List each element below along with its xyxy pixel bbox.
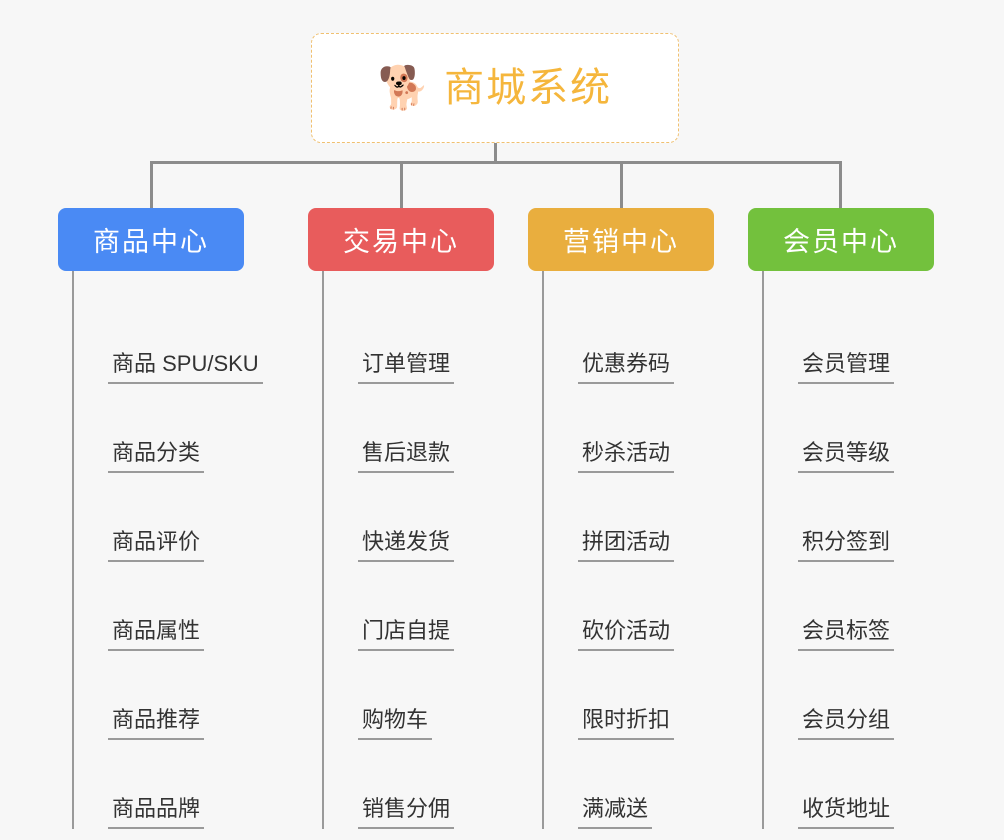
list-item[interactable]: 优惠券码 [544, 295, 714, 384]
list-item[interactable]: 会员管理 [764, 295, 934, 384]
root-node-mall-system[interactable]: 🐕 商城系统 [311, 33, 679, 143]
list-item[interactable]: 砍价活动 [544, 562, 714, 651]
leaf-label-product-center-5: 商品品牌 [108, 796, 205, 829]
list-item[interactable]: 售后退款 [324, 384, 494, 473]
leaf-list-transaction-center: 订单管理售后退款快递发货门店自提购物车销售分佣 [322, 271, 494, 829]
leaf-label-marketing-center-5: 满减送 [578, 796, 653, 829]
leaf-label-marketing-center-3: 砍价活动 [578, 618, 675, 651]
leaf-label-member-center-1: 会员等级 [798, 440, 895, 473]
list-item[interactable]: 积分签到 [764, 473, 934, 562]
list-item[interactable]: 会员等级 [764, 384, 934, 473]
header-product-center[interactable]: 商品中心 [58, 208, 244, 271]
list-item[interactable]: 会员标签 [764, 562, 934, 651]
leaf-list-marketing-center: 优惠券码秒杀活动拼团活动砍价活动限时折扣满减送 [542, 271, 714, 829]
leaf-label-transaction-center-2: 快递发货 [358, 529, 455, 562]
list-item[interactable]: 购物车 [324, 651, 494, 740]
list-item[interactable]: 限时折扣 [544, 651, 714, 740]
list-item[interactable]: 快递发货 [324, 473, 494, 562]
connector-stem-marketing-center [620, 161, 623, 208]
list-item[interactable]: 商品属性 [74, 562, 263, 651]
connector-stem-transaction-center [400, 161, 403, 208]
list-item[interactable]: 销售分佣 [324, 740, 494, 829]
leaf-label-transaction-center-4: 购物车 [358, 707, 433, 740]
list-item[interactable]: 商品品牌 [74, 740, 263, 829]
leaf-label-member-center-2: 积分签到 [798, 529, 895, 562]
list-item[interactable]: 订单管理 [324, 295, 494, 384]
leaf-label-transaction-center-5: 销售分佣 [358, 796, 455, 829]
leaf-label-product-center-2: 商品评价 [108, 529, 205, 562]
column-transaction-center: 交易中心订单管理售后退款快递发货门店自提购物车销售分佣 [308, 208, 494, 829]
list-item[interactable]: 门店自提 [324, 562, 494, 651]
connector-stem-product-center [150, 161, 153, 208]
leaf-label-member-center-3: 会员标签 [798, 618, 895, 651]
leaf-label-member-center-4: 会员分组 [798, 707, 895, 740]
column-marketing-center: 营销中心优惠券码秒杀活动拼团活动砍价活动限时折扣满减送 [528, 208, 714, 829]
leaf-label-product-center-4: 商品推荐 [108, 707, 205, 740]
list-item[interactable]: 商品推荐 [74, 651, 263, 740]
leaf-label-member-center-0: 会员管理 [798, 351, 895, 384]
leaf-label-product-center-1: 商品分类 [108, 440, 205, 473]
leaf-label-marketing-center-1: 秒杀活动 [578, 440, 675, 473]
list-item[interactable]: 商品分类 [74, 384, 263, 473]
list-item[interactable]: 会员分组 [764, 651, 934, 740]
header-transaction-center[interactable]: 交易中心 [308, 208, 494, 271]
leaf-label-marketing-center-2: 拼团活动 [578, 529, 675, 562]
leaf-list-member-center: 会员管理会员等级积分签到会员标签会员分组收货地址 [762, 271, 934, 829]
leaf-label-transaction-center-1: 售后退款 [358, 440, 455, 473]
leaf-label-product-center-0: 商品 SPU/SKU [108, 351, 263, 384]
header-member-center[interactable]: 会员中心 [748, 208, 934, 271]
leaf-label-product-center-3: 商品属性 [108, 618, 205, 651]
connector-root-stem [494, 143, 497, 163]
column-product-center: 商品中心商品 SPU/SKU 商品分类商品评价商品属性商品推荐商品品牌 [58, 208, 263, 829]
list-item[interactable]: 秒杀活动 [544, 384, 714, 473]
leaf-label-marketing-center-0: 优惠券码 [578, 351, 675, 384]
list-item[interactable]: 商品评价 [74, 473, 263, 562]
list-item[interactable]: 满减送 [544, 740, 714, 829]
root-node-title: 商城系统 [444, 66, 613, 110]
list-item[interactable]: 商品 SPU/SKU [74, 295, 263, 384]
column-member-center: 会员中心会员管理会员等级积分签到会员标签会员分组收货地址 [748, 208, 934, 829]
list-item[interactable]: 收货地址 [764, 740, 934, 829]
leaf-list-product-center: 商品 SPU/SKU 商品分类商品评价商品属性商品推荐商品品牌 [72, 271, 263, 829]
leaf-label-marketing-center-4: 限时折扣 [578, 707, 675, 740]
leaf-label-member-center-5: 收货地址 [798, 796, 895, 829]
list-item[interactable]: 拼团活动 [544, 473, 714, 562]
leaf-label-transaction-center-3: 门店自提 [358, 618, 455, 651]
shiba-dog-face-icon: 🐕 [377, 64, 431, 111]
header-marketing-center[interactable]: 营销中心 [528, 208, 714, 271]
connector-stem-member-center [839, 161, 842, 208]
leaf-label-transaction-center-0: 订单管理 [358, 351, 455, 384]
connector-horizontal-bus [150, 161, 839, 164]
